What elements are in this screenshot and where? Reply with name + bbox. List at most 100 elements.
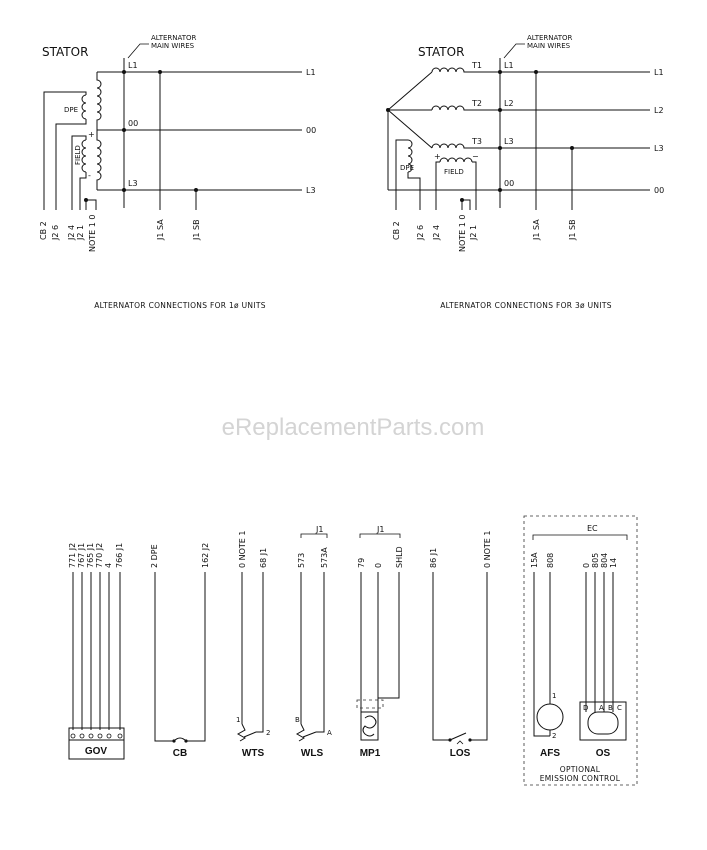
os-wire-label: 14	[609, 558, 618, 568]
afs-label: AFS	[540, 748, 560, 759]
ec-caption-line1: OPTIONAL	[560, 765, 601, 774]
wls-wire-label: 573	[297, 553, 306, 568]
field-3ph-lead-b	[472, 161, 477, 210]
bottom-label-j1sa: J1 SA	[156, 219, 165, 241]
wts-pin-label: 2	[266, 729, 270, 737]
mp1-pickup-symbol	[362, 715, 377, 737]
gov-label: GOV	[85, 746, 108, 757]
wls-pin-label: A	[327, 729, 332, 737]
line-label-l1-3ph: L1	[504, 61, 514, 70]
field-3ph-lead-a	[435, 161, 440, 210]
wls-component: J1 573 573A B A WLS	[295, 525, 332, 759]
coil-label-t1: T1	[471, 61, 482, 70]
coil-t2	[431, 105, 650, 111]
dpe-lead-b	[55, 119, 87, 210]
mp1-shield	[356, 699, 384, 709]
los-wire-label: 0 NOTE 1	[483, 531, 492, 569]
bottom-label-j26-3ph: J2 6	[416, 225, 425, 241]
gov-component: 771 J2 767 J1 765 J1 770 J2 4 766 J1 GOV	[68, 543, 125, 760]
emission-control-box	[523, 515, 638, 786]
cb-breaker-symbol	[173, 737, 187, 742]
os-pin-label: A	[599, 704, 604, 712]
bottom-label-j24-3ph: J2 4	[432, 225, 441, 241]
bottom-label-j24: J2 4	[67, 225, 76, 241]
gov-wire-label: 770 J2	[95, 543, 104, 568]
dpe-label-1ph: DPE	[64, 106, 78, 114]
los-component: 86 J1 0 NOTE 1 LOS	[429, 531, 492, 760]
mp1-group-bracket	[359, 533, 401, 538]
cb-wire-label: 2 DPE	[150, 544, 159, 568]
three-phase-diagram: STATOR ALTERNATOR MAIN WIRES T1 T2 T3 L1…	[386, 34, 664, 310]
note-lead-3ph	[462, 199, 471, 210]
wls-pin-label: B	[295, 716, 300, 724]
afs-pin-label: 2	[552, 732, 556, 740]
wls-label: WLS	[301, 748, 324, 759]
gov-connector	[68, 727, 125, 741]
emission-control-group: EC 15A 808 1 2 AFS 0 805 804 14 D A B C …	[523, 515, 638, 786]
wts-component: 0 NOTE 1 68 J1 1 2 WTS	[236, 531, 270, 760]
cb-component: 2 DPE 162 J2 CB	[150, 543, 210, 759]
coil-t3	[431, 143, 650, 149]
gov-wire-label: 767 J1	[77, 543, 86, 568]
field-label-3ph: FIELD	[444, 168, 464, 176]
dpe-winding-1ph	[81, 94, 87, 120]
stator-winding-lower	[96, 130, 102, 190]
cb-label: CB	[173, 748, 187, 759]
field-plus-1ph: +	[88, 130, 95, 139]
mp1-wire-label: 79	[357, 558, 366, 568]
afs-wire-label: 15A	[530, 552, 539, 568]
field-minus-3ph: −	[472, 152, 479, 161]
line-end-label-l2-3ph: L2	[654, 106, 664, 115]
ec-group-bracket	[532, 534, 628, 540]
field-label-1ph: FIELD	[74, 145, 82, 165]
os-wire-label: 804	[600, 553, 609, 568]
mp1-group-label: J1	[376, 525, 384, 534]
junction	[498, 108, 502, 112]
wls-level-symbol	[295, 723, 305, 742]
stator-title-3ph: STATOR	[418, 45, 464, 59]
main-wires-label-3ph-line1: ALTERNATOR	[527, 34, 573, 42]
os-sensor-symbol	[587, 711, 619, 735]
junction	[498, 70, 502, 74]
field-minus-1ph: -	[88, 171, 91, 180]
bottom-label-j1sb-3ph: J1 SB	[568, 219, 577, 241]
wls-wire-label: 573A	[320, 547, 329, 568]
dpe-3ph-lead-a	[395, 139, 408, 210]
junction	[122, 188, 126, 192]
single-phase-diagram: STATOR ALTERNATOR MAIN WIRES L1 00 L3 L1…	[39, 34, 316, 310]
field-lead-b	[79, 172, 87, 210]
line-label-00: 00	[128, 119, 138, 128]
dpe-label-3ph: DPE	[400, 164, 414, 172]
stator-title-1ph: STATOR	[42, 45, 88, 59]
coil-label-t3: T3	[471, 137, 482, 146]
wts-label: WTS	[242, 748, 265, 759]
junction	[122, 128, 126, 132]
afs-sensor-symbol	[536, 703, 564, 731]
wts-pin-label: 1	[236, 716, 240, 724]
junction	[498, 188, 502, 192]
line-end-label-00-3ph: 00	[654, 186, 664, 195]
field-plus-3ph: +	[434, 152, 441, 161]
line-label-l2-3ph: L2	[504, 99, 514, 108]
bottom-label-cb2: CB 2	[39, 221, 48, 240]
watermark: eReplacementParts.com	[222, 414, 485, 441]
los-label: LOS	[450, 748, 471, 759]
bottom-label-note: NOTE 1 0	[88, 215, 97, 253]
field-lead-a	[71, 135, 87, 210]
afs-pin-label: 1	[552, 692, 556, 700]
line-label-l1: L1	[128, 61, 138, 70]
field-winding-1ph	[81, 139, 87, 173]
field-winding-3ph	[439, 157, 473, 163]
los-wire-label: 86 J1	[429, 548, 438, 568]
main-wires-leader-1ph	[127, 43, 149, 59]
bottom-label-j21-3ph: J2 1	[469, 225, 478, 241]
main-wires-label-1ph-line2: MAIN WIRES	[151, 42, 195, 50]
main-wires-label-1ph-line1: ALTERNATOR	[151, 34, 197, 42]
line-end-label-l3-3ph: L3	[654, 144, 664, 153]
line-label-l3: L3	[128, 179, 138, 188]
mp1-body	[360, 711, 379, 741]
bottom-label-j21: J2 1	[76, 225, 85, 241]
gov-wire-label: 766 J1	[115, 543, 124, 568]
coil-label-t2: T2	[471, 99, 482, 108]
